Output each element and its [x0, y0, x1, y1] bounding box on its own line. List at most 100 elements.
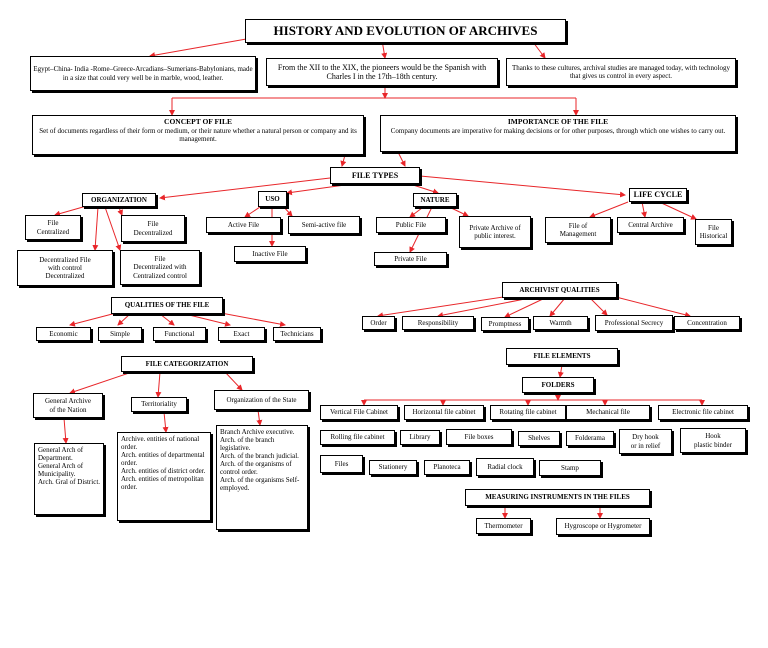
element-rolling-text: Rolling file cabinet — [330, 433, 385, 442]
archivist-concentration: Concentration — [674, 316, 740, 330]
folders-node: FOLDERS — [522, 377, 594, 393]
nature-private-public-interest: Private Archive of public interest. — [459, 216, 531, 248]
archivist-qualities-title: ARCHIVIST QUALITIES — [519, 285, 600, 294]
measuring-hygroscope: Hygroscope or Hygrometer — [556, 518, 650, 535]
element-rotating-file-cabinet: Rotating file cabinet — [490, 405, 566, 420]
element-files: Files — [320, 455, 363, 473]
qualities-of-file-node: QUALITIES OF THE FILE — [111, 297, 223, 314]
cat-state-details: Branch Archive executive. Arch. of the b… — [216, 425, 308, 530]
element-stamp: Stamp — [539, 460, 601, 476]
uso-active-file: Active File — [206, 217, 281, 233]
element-hook-binder-text: Hook plastic binder — [694, 432, 732, 449]
concept-text: Set of documents regardless of their for… — [39, 126, 357, 143]
org-decentralized-centralized-control-text: File Decentralized with Centralized cont… — [133, 255, 187, 280]
nature-private-file: Private File — [374, 252, 447, 266]
element-stationery: Stationery — [369, 460, 417, 475]
measuring-title: MEASURING INSTRUMENTS IN THE FILES — [485, 493, 630, 502]
org-decentralized: File Decentralized — [121, 215, 185, 242]
file-categorization-title: FILE CATEGORIZATION — [145, 359, 229, 368]
life-cycle-node: LIFE CYCLE — [629, 188, 687, 202]
archivist-warmth-text: Warmth — [549, 318, 572, 327]
quality-economic-text: Economic — [49, 329, 78, 338]
history-today: Thanks to these cultures, archival studi… — [506, 58, 736, 86]
element-file-boxes: File boxes — [446, 429, 512, 445]
cat-organization-state: Organization of the State — [214, 390, 309, 410]
element-library-text: Library — [409, 433, 431, 442]
org-centralized-text: File Centralized — [36, 219, 70, 236]
element-library: Library — [400, 430, 440, 445]
cat-territoriality: Territoriality — [131, 397, 187, 412]
element-electronic-file-cabinet: Electronic file cabinet — [658, 405, 748, 420]
life-cycle-central: Central Archive — [617, 217, 684, 233]
cat-territoriality-details-text: Archive. entities of national order. Arc… — [121, 435, 206, 492]
nature-private-text: Private File — [394, 254, 427, 263]
organization-title: ORGANIZATION — [91, 195, 147, 204]
cat-nation-details: General Arch of Department. General Arch… — [34, 443, 104, 515]
cat-territoriality-text: Territoriality — [141, 400, 177, 409]
element-hook-plastic-binder: Hook plastic binder — [680, 428, 746, 453]
history-ancient-text: Egypt–China- India -Rome–Greece-Arcadian… — [33, 65, 253, 82]
element-folderama: Folderama — [566, 431, 614, 446]
element-planoteca-text: Planoteca — [433, 463, 461, 472]
element-vertical-text: Vertical File Cabinet — [330, 408, 388, 417]
archivist-concentration-text: Concentration — [687, 318, 727, 327]
quality-economic: Economic — [36, 327, 91, 341]
importance-title: IMPORTANCE OF THE FILE — [507, 117, 609, 126]
archivist-qualities-node: ARCHIVIST QUALITIES — [502, 282, 617, 298]
cat-state-details-text: Branch Archive executive. Arch. of the b… — [220, 428, 300, 493]
archivist-promptness-text: Promptness — [488, 319, 522, 328]
uso-active-text: Active File — [227, 220, 260, 229]
file-categorization-node: FILE CATEGORIZATION — [121, 356, 253, 372]
page-title: HISTORY AND EVOLUTION OF ARCHIVES — [245, 19, 566, 43]
quality-functional-text: Functional — [164, 329, 195, 338]
uso-inactive-text: Inactive File — [252, 249, 288, 258]
measuring-hygroscope-text: Hygroscope or Hygrometer — [564, 522, 642, 531]
archivist-order: Order — [362, 316, 395, 330]
life-cycle-management-text: File of Management — [559, 221, 597, 238]
element-mechanical-text: Mechanical file — [586, 408, 630, 417]
uso-inactive-file: Inactive File — [234, 246, 306, 262]
archivist-professional-secrecy: Professional Secrecy — [595, 315, 673, 331]
cat-nation-details-text: General Arch of Department. General Arch… — [38, 446, 101, 487]
organization-node: ORGANIZATION — [82, 193, 156, 207]
element-folderama-text: Folderama — [575, 434, 605, 443]
element-shelves: Shelves — [518, 431, 560, 446]
measuring-instruments-node: MEASURING INSTRUMENTS IN THE FILES — [465, 489, 650, 506]
qualities-of-file-title: QUALITIES OF THE FILE — [124, 301, 210, 310]
nature-title: NATURE — [420, 195, 450, 204]
life-cycle-central-text: Central Archive — [628, 220, 673, 229]
history-pioneers-text: From the XII to the XIX, the pioneers wo… — [277, 62, 487, 81]
org-decentralized-with-control-text: Decentralized File with control Decentra… — [39, 255, 91, 281]
element-planoteca: Planoteca — [424, 460, 470, 475]
importance-of-file: IMPORTANCE OF THE FILE Company documents… — [380, 115, 736, 152]
element-radial-clock-text: Radial clock — [487, 462, 523, 471]
history-ancient-cultures: Egypt–China- India -Rome–Greece-Arcadian… — [30, 56, 256, 91]
element-dry-hook-text: Dry hook or in relief — [630, 433, 661, 450]
quality-exact: Exact — [218, 327, 265, 341]
concept-title: CONCEPT OF FILE — [164, 117, 232, 126]
file-elements-title: FILE ELEMENTS — [533, 352, 591, 361]
measuring-thermometer: Thermometer — [476, 518, 531, 534]
element-file-boxes-text: File boxes — [464, 432, 494, 441]
quality-simple: Simple — [98, 327, 142, 341]
cat-territoriality-details: Archive. entities of national order. Arc… — [117, 432, 211, 521]
quality-technicians: Technicians — [273, 327, 321, 341]
element-rolling-file-cabinet: Rolling file cabinet — [320, 430, 395, 445]
element-dry-hook: Dry hook or in relief — [619, 429, 672, 454]
uso-title: USO — [265, 194, 280, 203]
life-cycle-historical: File Historical — [695, 219, 732, 245]
uso-node: USO — [258, 191, 287, 207]
org-decentralized-centralized-control: File Decentralized with Centralized cont… — [120, 250, 200, 285]
archivist-responsibility: Responsibility — [402, 316, 474, 330]
life-cycle-management: File of Management — [545, 217, 611, 243]
nature-public-file: Public File — [376, 217, 446, 233]
page-title-text: HISTORY AND EVOLUTION OF ARCHIVES — [273, 22, 538, 38]
quality-technicians-text: Technicians — [280, 329, 314, 338]
nature-public-text: Public File — [395, 220, 427, 229]
element-stamp-text: Stamp — [561, 463, 579, 472]
archivist-promptness: Promptness — [481, 317, 529, 331]
element-vertical-file-cabinet: Vertical File Cabinet — [320, 405, 398, 420]
quality-exact-text: Exact — [233, 329, 250, 338]
archivist-warmth: Warmth — [533, 316, 588, 330]
archivist-responsibility-text: Responsibility — [417, 318, 459, 327]
